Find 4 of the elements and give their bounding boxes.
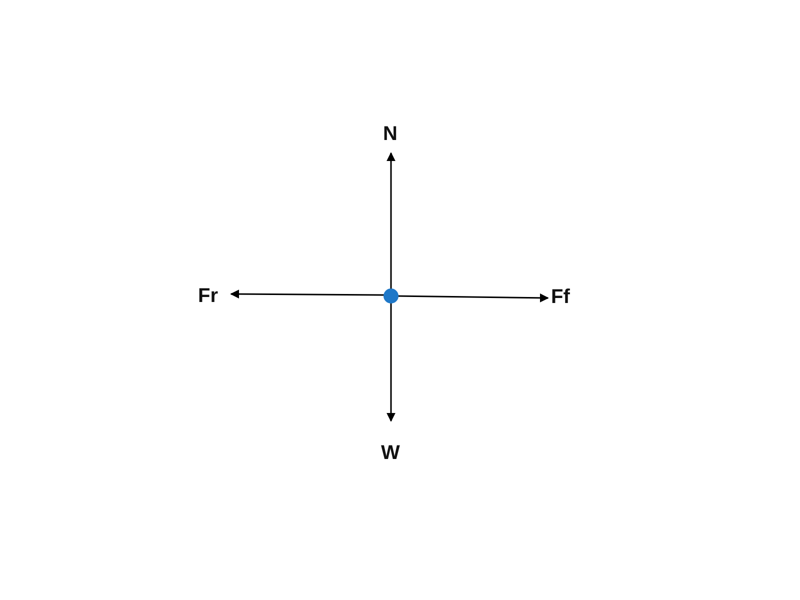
force-label: N: [383, 123, 398, 145]
force-label: W: [381, 442, 400, 464]
force-label: Fr: [198, 285, 218, 307]
force-label: Ff: [551, 286, 570, 308]
